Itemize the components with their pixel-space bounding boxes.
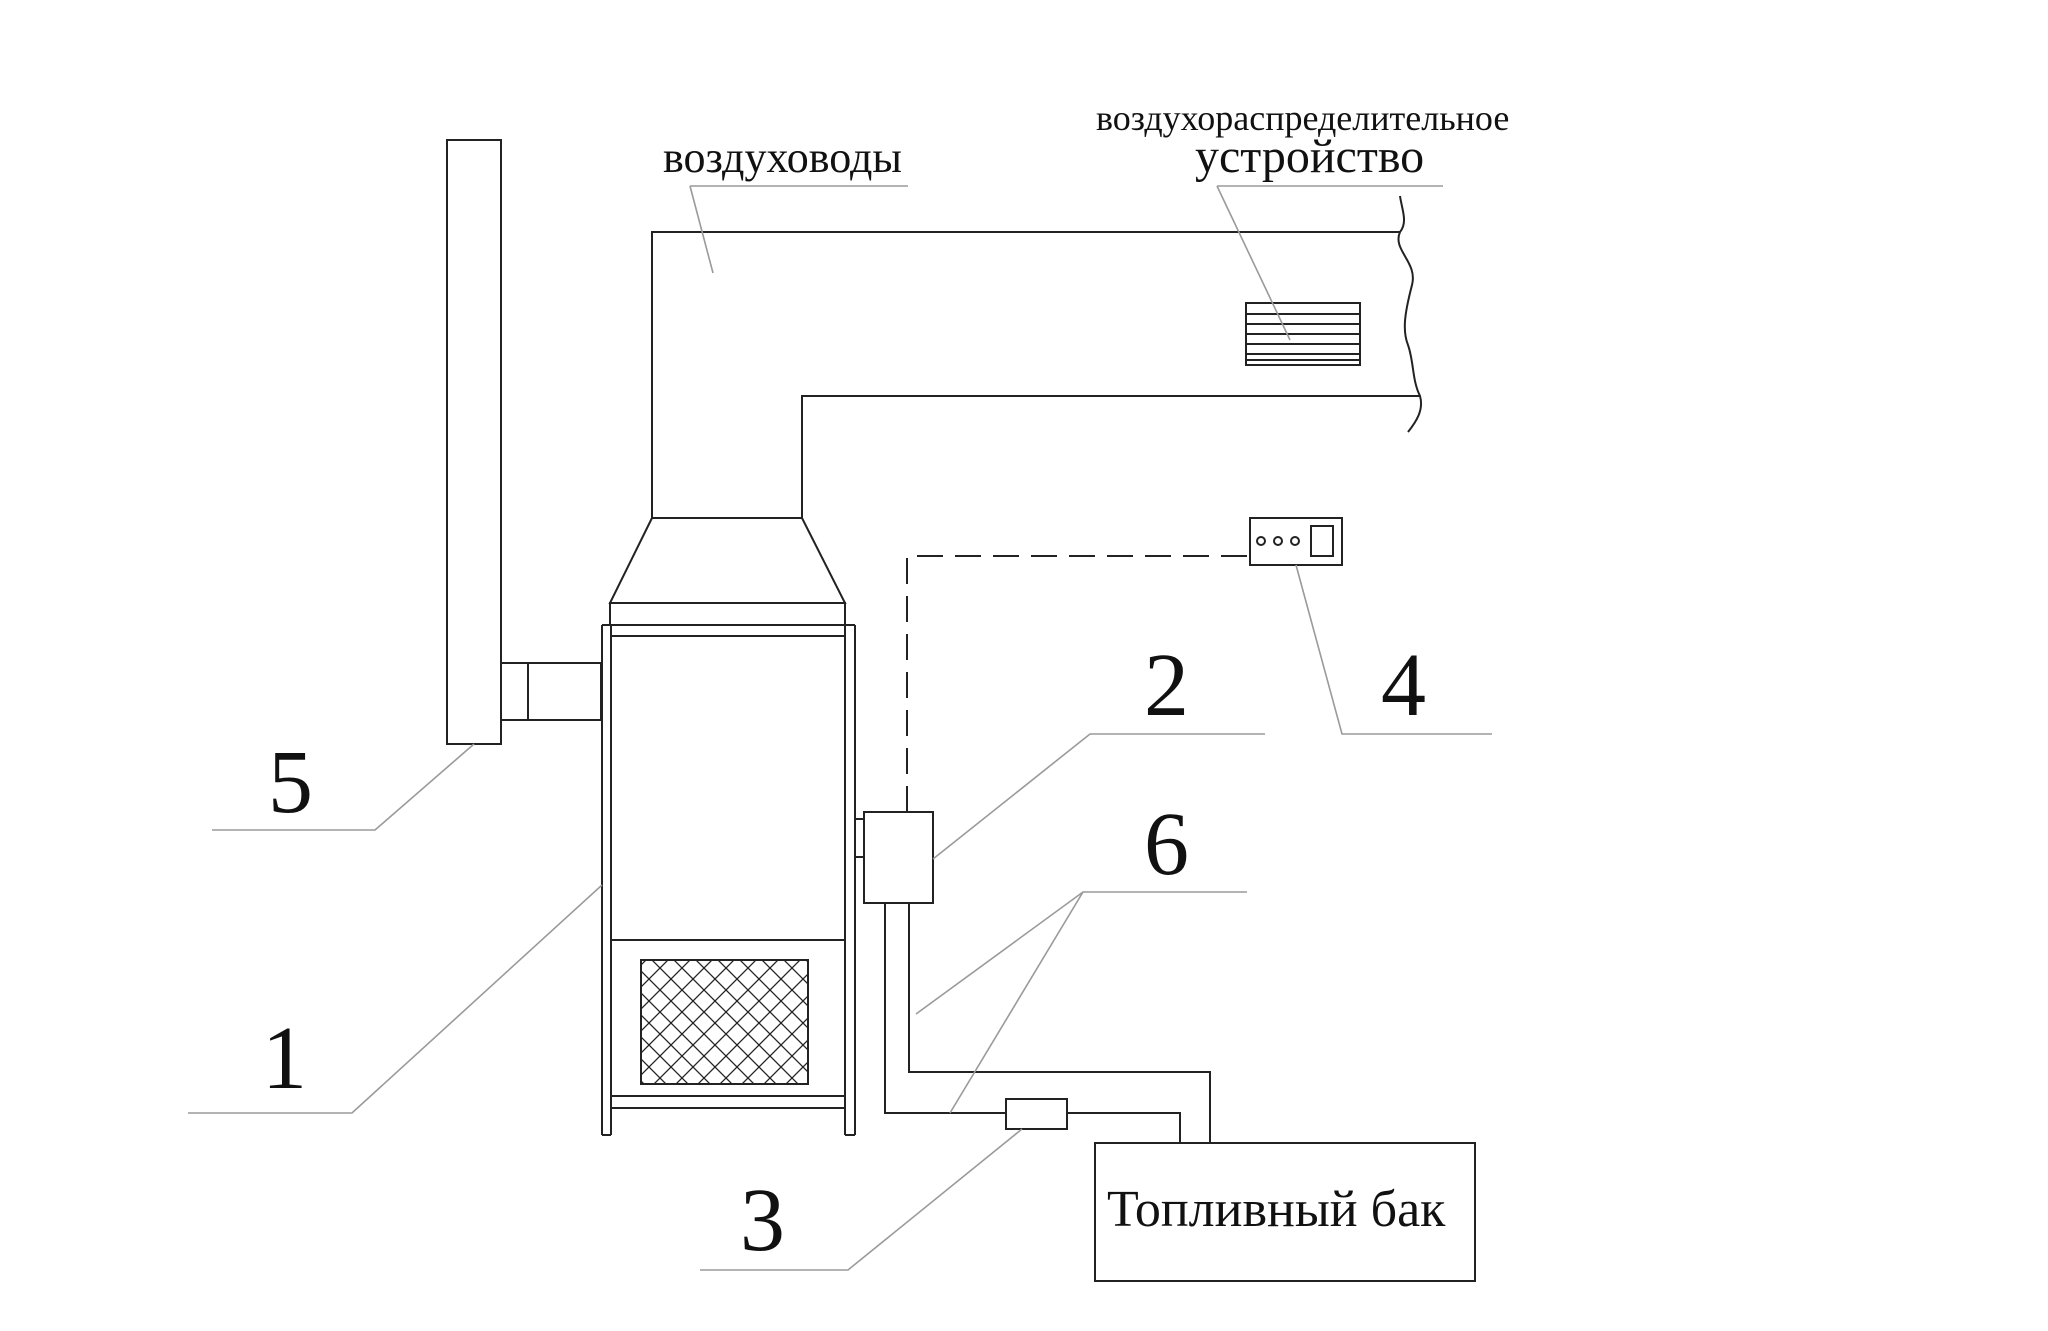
- control-cable: [906, 555, 1250, 812]
- callout-2-leader: [932, 733, 1265, 860]
- indicator-circle-icon: [1273, 536, 1283, 546]
- callout-2: 2: [1144, 636, 1189, 735]
- callout-6-leader-b: [949, 891, 1084, 1114]
- callout-1: 1: [262, 1009, 307, 1108]
- indicator-circle-icon: [1290, 536, 1300, 546]
- indicator-circle-icon: [1256, 536, 1266, 546]
- air-distribution-grille: [1245, 302, 1361, 366]
- callout-1-leader: [188, 884, 603, 1114]
- callout-3-leader: [700, 1128, 1023, 1271]
- callout-6-leader-a: [915, 891, 1247, 1015]
- ducts-leader: [689, 185, 714, 274]
- ducts-label: воздуховоды: [663, 133, 902, 182]
- callout-4: 4: [1381, 636, 1426, 735]
- burner: [854, 811, 934, 904]
- fuel-tank-label: Топливный бак: [1107, 1181, 1446, 1238]
- air-duct: [651, 195, 1422, 518]
- fuel-lines: [884, 903, 1211, 1143]
- distributor-leader: [1216, 185, 1291, 341]
- callout-4-leader: [1295, 564, 1492, 735]
- heater-unit: [601, 517, 856, 1136]
- fuel-tank: [1094, 1142, 1476, 1282]
- distributor-label-line1: воздухораспределительное: [1096, 98, 1509, 138]
- control-panel: [1249, 517, 1343, 566]
- intake-mesh: [640, 959, 809, 1085]
- chimney: [446, 139, 602, 745]
- display-screen: [1310, 525, 1334, 557]
- callout-6: 6: [1144, 795, 1189, 894]
- distributor-label-line2: устройство: [1195, 130, 1424, 183]
- callout-3: 3: [740, 1171, 785, 1270]
- fuel-filter: [1005, 1098, 1068, 1130]
- callout-5: 5: [268, 733, 313, 832]
- callout-5-leader: [212, 743, 475, 831]
